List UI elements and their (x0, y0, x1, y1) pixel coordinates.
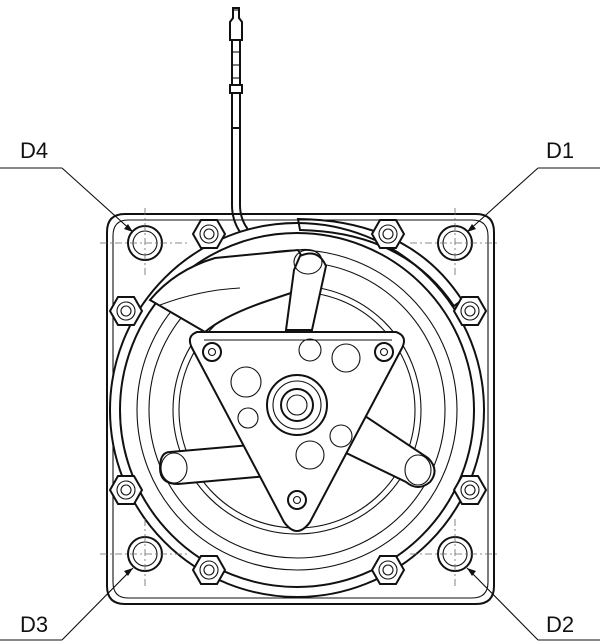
hex-nut-upper-right (452, 296, 488, 326)
label-d2: D2 (546, 612, 574, 637)
label-d1: D1 (546, 138, 574, 163)
rivet-bottom (287, 490, 307, 510)
plate-hole (298, 338, 322, 362)
hex-nuts (108, 219, 488, 585)
hex-nut-bottom-right (370, 555, 406, 585)
label-d3: D3 (20, 612, 48, 637)
mounting-plate (106, 213, 495, 605)
mounting-hole-d2 (410, 519, 500, 589)
plate-hole (237, 407, 259, 429)
spoke-top (284, 249, 328, 331)
rivet-top-right (374, 342, 394, 362)
plate-hole (331, 343, 361, 373)
hex-nut-lower-right (452, 475, 488, 505)
hex-nut-bottom-left (191, 555, 227, 585)
leader-lines (0, 167, 600, 641)
center-hub (266, 374, 328, 436)
spoke-left (158, 442, 270, 486)
hex-nut-upper-left (108, 296, 144, 326)
mounting-holes (100, 208, 500, 589)
plate-hole (329, 424, 353, 448)
plate-hole (230, 366, 262, 398)
hex-nut-lower-left (108, 475, 144, 505)
mounting-hole-d4 (100, 208, 190, 278)
mounting-hole-d1 (410, 208, 500, 278)
plate-holes (202, 338, 394, 510)
hex-nut-top-right (370, 219, 406, 249)
plate-hole (295, 440, 325, 470)
hex-nut-top-left (191, 219, 227, 249)
mounting-hole-d3 (100, 519, 190, 589)
label-d4: D4 (20, 138, 48, 163)
rivet-top-left (202, 342, 222, 362)
